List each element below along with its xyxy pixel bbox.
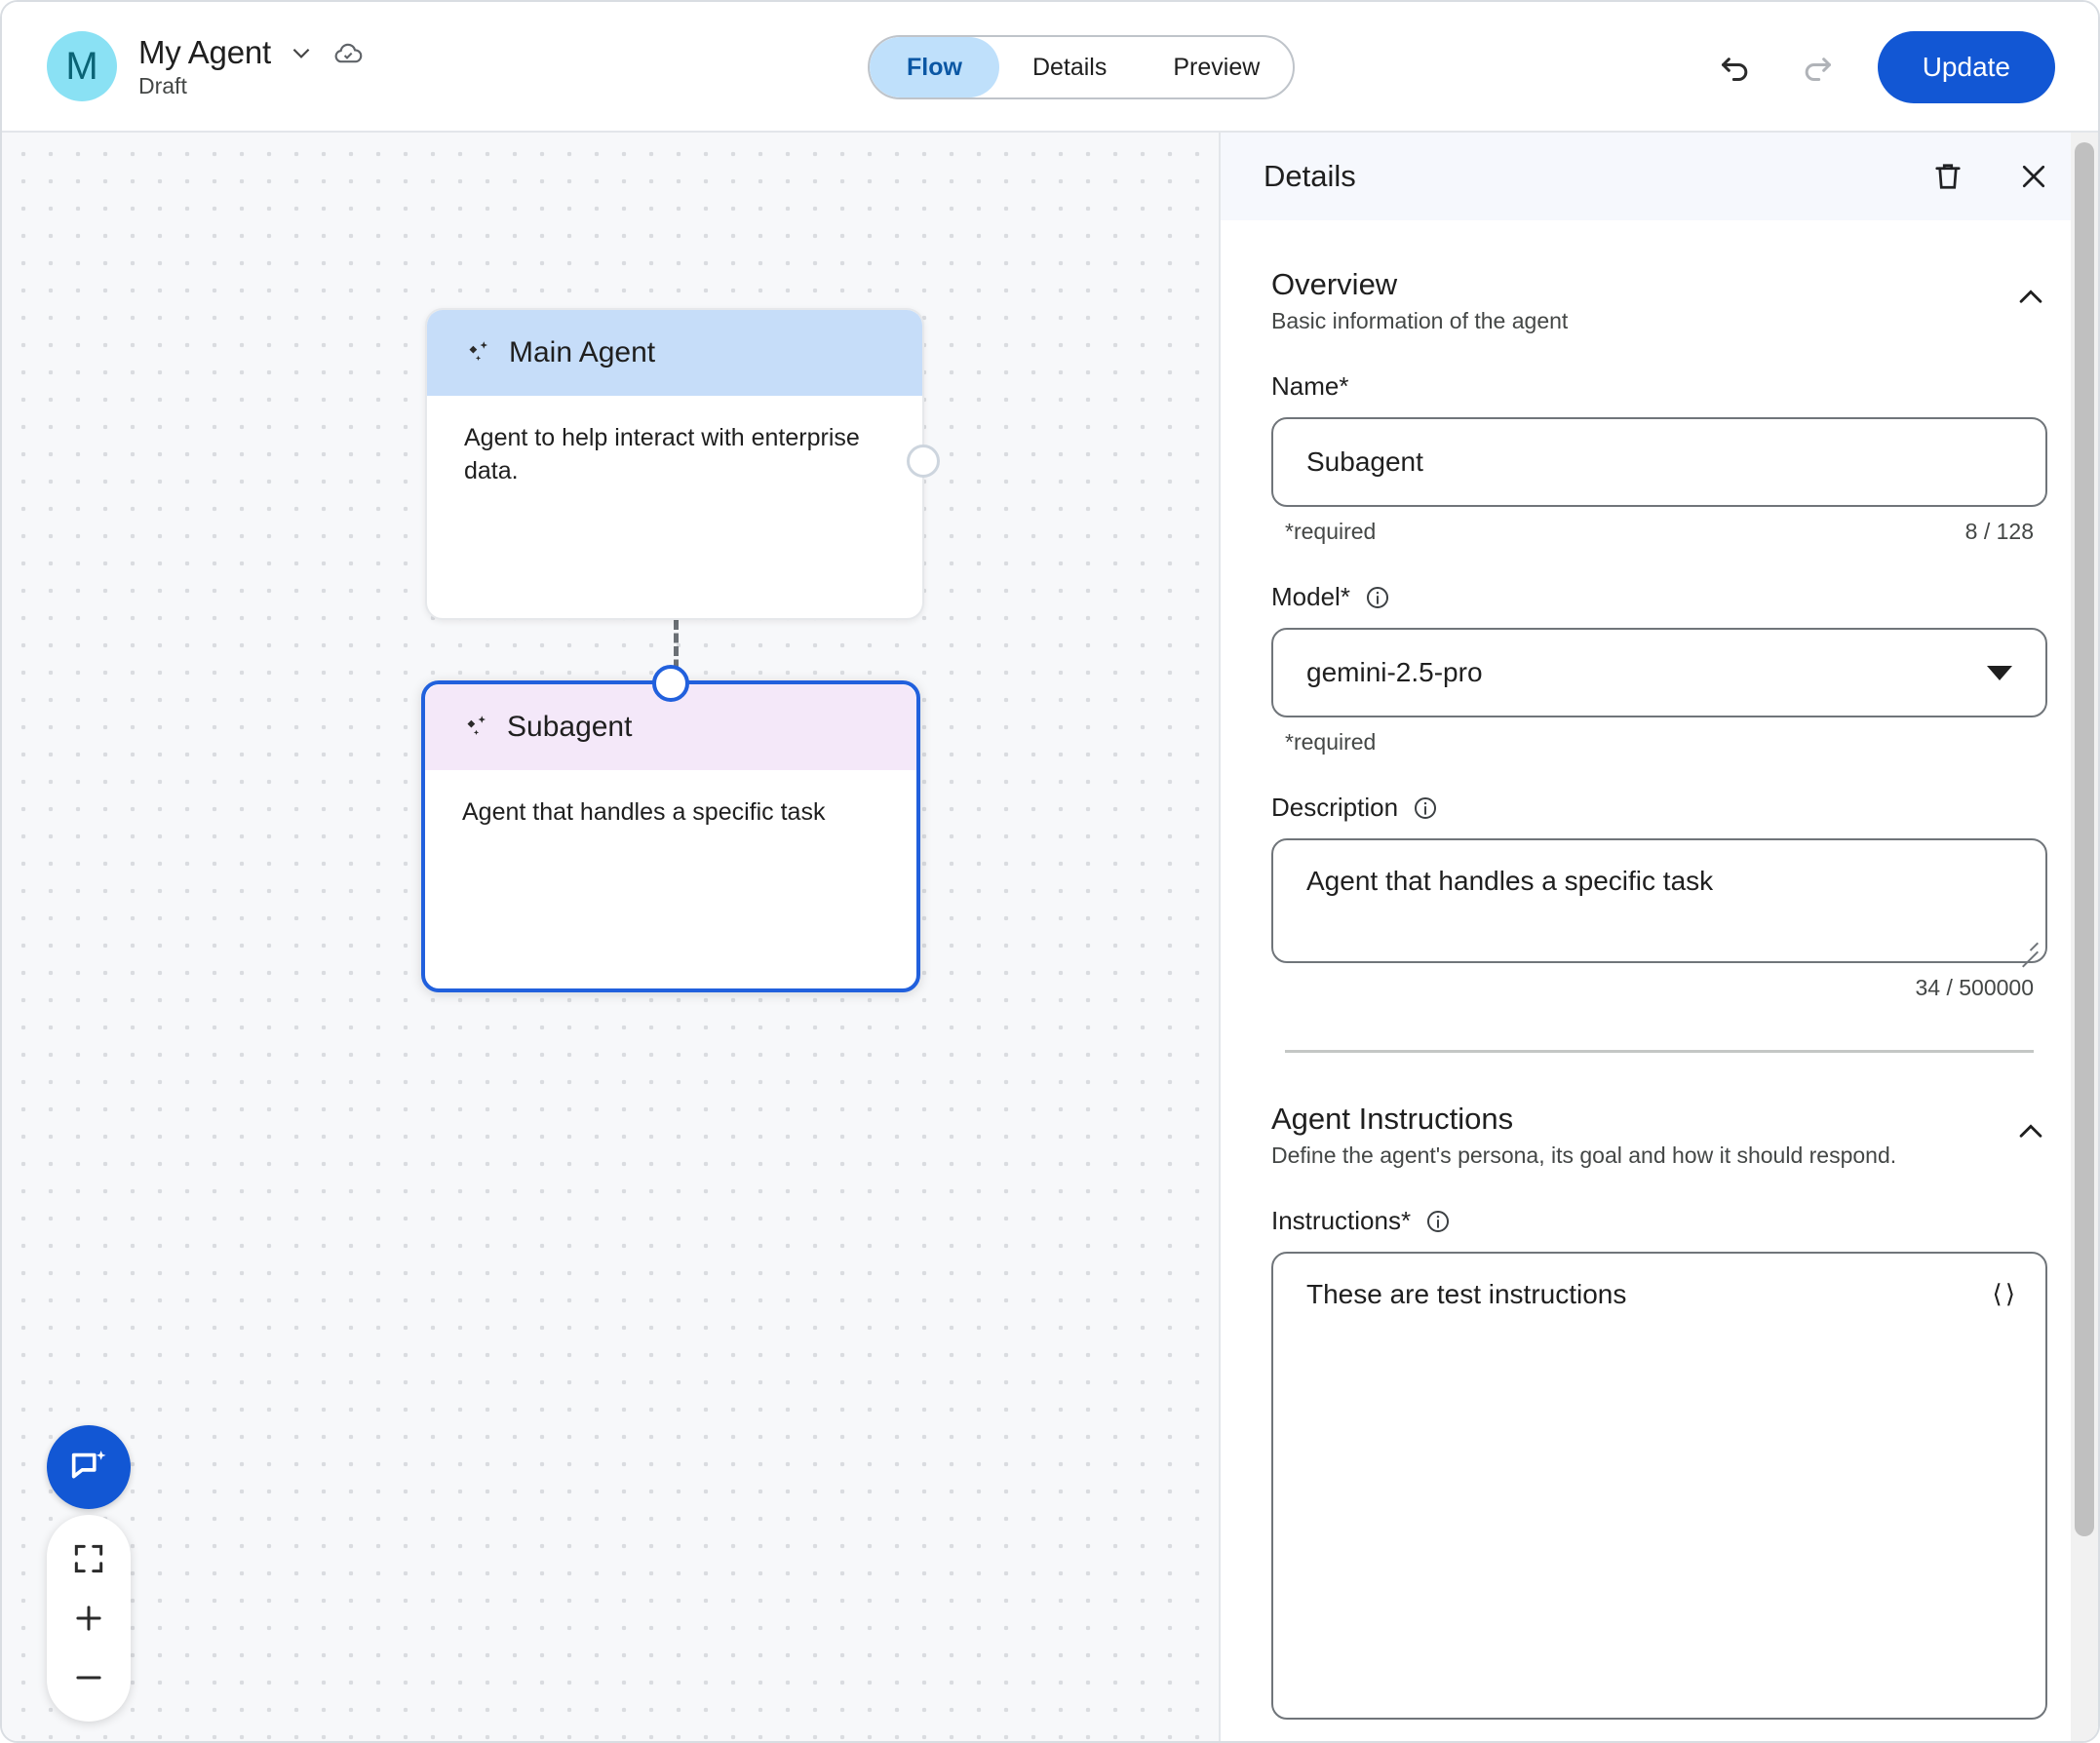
zoom-out-button[interactable] — [61, 1650, 116, 1705]
details-panel-header: Details — [1221, 133, 2098, 220]
info-icon[interactable] — [1364, 584, 1391, 611]
sparkle-icon — [464, 338, 493, 368]
update-button[interactable]: Update — [1877, 31, 2055, 103]
name-field-group: Name* Subagent *required 8 / 128 — [1271, 371, 2047, 545]
draft-status: Draft — [138, 72, 187, 98]
name-label: Name* — [1271, 371, 2047, 402]
chevron-up-icon[interactable] — [2014, 267, 2047, 319]
redo-button[interactable] — [1796, 46, 1839, 89]
title-block: My Agent Draft — [138, 34, 365, 99]
model-required-hint: *required — [1285, 729, 1377, 755]
description-value: Agent that handles a specific task — [1306, 866, 1714, 896]
details-panel-title: Details — [1264, 159, 1356, 193]
instructions-textarea[interactable]: These are test instructions ⟨ ⟩ — [1271, 1252, 2047, 1720]
assistant-fab-button[interactable] — [47, 1425, 131, 1509]
chevron-up-icon[interactable] — [2014, 1102, 2047, 1153]
tab-details[interactable]: Details — [999, 37, 1140, 97]
name-required-hint: *required — [1285, 519, 1377, 544]
overview-title: Overview — [1271, 267, 1398, 301]
overview-section-header[interactable]: Overview Basic information of the agent — [1271, 267, 2047, 334]
avatar: M — [47, 31, 117, 101]
overview-subtitle: Basic information of the agent — [1271, 308, 1569, 333]
description-label-text: Description — [1271, 793, 1399, 822]
title-row: My Agent — [138, 34, 365, 71]
node-main-agent-header: Main Agent — [427, 310, 922, 396]
details-panel-scroll-area[interactable]: Overview Basic information of the agent … — [1221, 220, 2098, 1741]
node-main-agent-title: Main Agent — [509, 336, 656, 368]
delete-button[interactable] — [1926, 155, 1969, 198]
chevron-down-icon — [1987, 665, 2012, 680]
zoom-in-button[interactable] — [61, 1591, 116, 1646]
close-icon[interactable] — [2012, 155, 2055, 198]
node-subagent[interactable]: Subagent Agent that handles a specific t… — [421, 665, 920, 992]
model-label: Model* — [1271, 582, 2047, 612]
description-label: Description — [1271, 793, 2047, 823]
agent-instructions-subtitle: Define the agent's persona, its goal and… — [1271, 1143, 1897, 1168]
node-subagent-body: Agent that handles a specific task — [462, 798, 826, 826]
chevron-down-icon[interactable] — [289, 40, 314, 65]
model-select[interactable]: gemini-2.5-pro — [1271, 628, 2047, 717]
view-tabs: Flow Details Preview — [868, 35, 1296, 99]
description-field-group: Description Agent that handles a specifi… — [1271, 793, 2047, 1001]
node-main-agent-body: Agent to help interact with enterprise d… — [464, 424, 860, 484]
node-subagent-title: Subagent — [507, 711, 633, 743]
zoom-controls — [47, 1515, 131, 1722]
edge-main-to-sub — [674, 620, 679, 682]
info-icon[interactable] — [1412, 794, 1439, 822]
model-field-group: Model* gemini-2.5-pro — [1271, 582, 2047, 755]
model-helper-row: *required — [1271, 729, 2047, 755]
cloud-saved-icon — [331, 36, 365, 69]
app-header: M My Agent Draft — [2, 2, 2098, 133]
instructions-value: These are test instructions — [1306, 1279, 1627, 1309]
instructions-field-group: Instructions* These are test instruction… — [1271, 1206, 2047, 1720]
description-textarea[interactable]: Agent that handles a specific task — [1271, 838, 2047, 963]
brand-block: M My Agent Draft — [2, 31, 365, 101]
panel-scrollbar[interactable] — [2071, 133, 2098, 1741]
name-input[interactable]: Subagent — [1271, 417, 2047, 507]
section-divider — [1285, 1050, 2034, 1053]
flow-canvas[interactable]: Main Agent Agent to help interact with e… — [2, 133, 1223, 1741]
resize-handle[interactable] — [2019, 935, 2039, 954]
name-helper-row: *required 8 / 128 — [1271, 519, 2047, 545]
node-input-handle[interactable] — [652, 665, 689, 702]
header-actions: Update — [1714, 2, 2055, 133]
undo-button[interactable] — [1714, 46, 1757, 89]
tab-flow[interactable]: Flow — [870, 37, 999, 97]
agent-instructions-section-header[interactable]: Agent Instructions Define the agent's pe… — [1271, 1102, 2047, 1169]
fit-to-screen-button[interactable] — [61, 1531, 116, 1586]
instructions-label: Instructions* — [1271, 1206, 2047, 1236]
page-title: My Agent — [138, 33, 271, 70]
model-select-value: gemini-2.5-pro — [1306, 657, 1483, 687]
node-output-handle[interactable] — [907, 445, 940, 478]
name-label-text: Name* — [1271, 371, 1349, 401]
name-char-counter: 8 / 128 — [1964, 519, 2034, 544]
instructions-label-text: Instructions* — [1271, 1206, 1412, 1235]
model-label-text: Model* — [1271, 582, 1350, 611]
code-brackets-icon[interactable]: ⟨ ⟩ — [1992, 1279, 2015, 1308]
description-helper-row: 34 / 500000 — [1271, 975, 2047, 1001]
agent-instructions-title: Agent Instructions — [1271, 1102, 1514, 1136]
info-icon[interactable] — [1424, 1208, 1452, 1235]
tab-preview[interactable]: Preview — [1140, 37, 1293, 97]
panel-scrollbar-thumb[interactable] — [2075, 142, 2094, 1536]
details-panel: Details Overview Basic informat — [1219, 133, 2098, 1741]
node-main-agent[interactable]: Main Agent Agent to help interact with e… — [425, 308, 940, 620]
sparkle-icon — [462, 713, 491, 742]
description-char-counter: 34 / 500000 — [1915, 975, 2034, 1000]
node-subagent-header: Subagent — [425, 684, 916, 770]
